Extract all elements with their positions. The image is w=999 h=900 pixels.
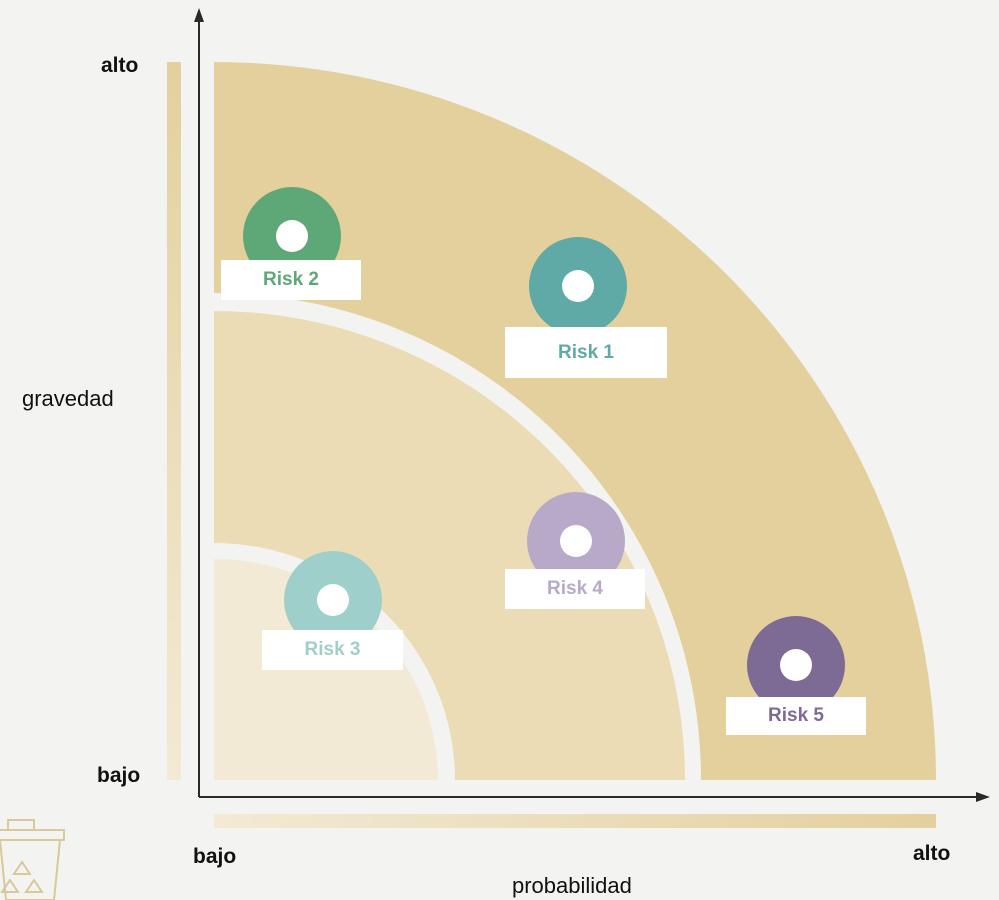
risk-5-label: Risk 5 [726,697,866,735]
risk-5-marker [747,616,845,714]
x-high-label: alto [913,842,951,865]
severity-gradient-bar [167,62,181,780]
risk-1-label: Risk 1 [505,327,667,378]
y-high-label: alto [101,54,139,77]
risk-2-label: Risk 2 [221,260,361,300]
y-axis-title: gravedad [22,386,114,411]
probability-gradient-bar [214,814,936,828]
y-low-label: bajo [97,764,141,787]
x-axis-arrow [976,792,990,802]
x-axis-title: probabilidad [512,873,632,898]
risk-4-marker [527,492,625,590]
risk-1-marker [529,237,627,335]
risk-3-label: Risk 3 [262,630,403,670]
recycle-bin-icon [0,819,65,900]
x-low-label: bajo [193,845,237,868]
y-axis-arrow [194,8,204,22]
risk-4-label: Risk 4 [505,569,645,609]
risk-3-marker [284,551,382,649]
